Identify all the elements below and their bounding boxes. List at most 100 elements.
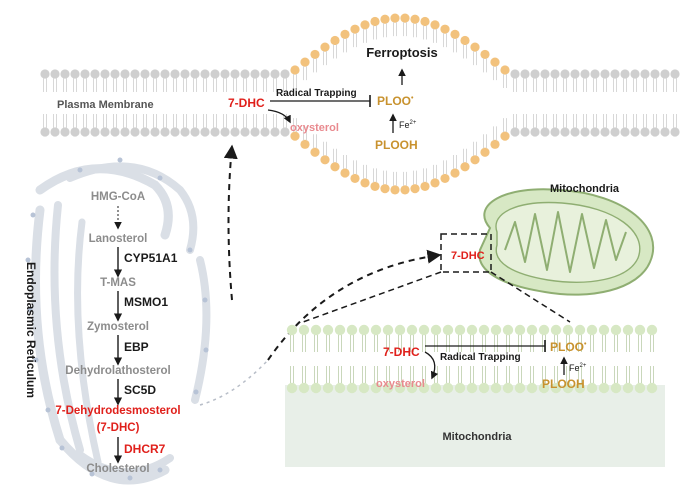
membrane-tails xyxy=(43,22,677,186)
lipid-head xyxy=(160,127,170,137)
lipid-head xyxy=(630,127,640,137)
ribosome-dot xyxy=(25,257,31,263)
lipid-head xyxy=(360,178,370,188)
lipid-head xyxy=(478,324,490,336)
ribosome-dot xyxy=(117,157,123,163)
lipid-head xyxy=(70,69,80,79)
lipid-head xyxy=(334,382,346,394)
lipid-head xyxy=(550,324,562,336)
zoom-line-right xyxy=(490,271,571,323)
lipid-head xyxy=(634,324,646,336)
lipid-head xyxy=(590,127,600,137)
lipid-head xyxy=(370,16,380,27)
lipid-head xyxy=(190,69,200,79)
membrane-fe-label: Fe2+ xyxy=(399,120,417,130)
pathway-step: Lanosterol xyxy=(89,233,148,245)
lipid-head xyxy=(622,382,634,394)
lipid-head xyxy=(640,127,650,137)
lipid-head xyxy=(460,162,470,172)
lipid-head xyxy=(442,382,454,394)
lipid-head xyxy=(510,69,520,79)
lipid-head xyxy=(170,127,180,137)
membrane-plooh-label: PLOOH xyxy=(375,138,418,152)
lipid-head xyxy=(620,69,630,79)
lipid-head xyxy=(598,382,610,394)
lipid-head xyxy=(370,324,382,336)
lipid-head xyxy=(340,29,350,40)
lipid-head xyxy=(290,131,300,141)
lipid-head xyxy=(200,69,210,79)
lipid-head xyxy=(210,69,220,79)
lipid-head xyxy=(240,69,250,79)
lipid-head xyxy=(410,14,420,24)
lipid-head xyxy=(670,127,680,137)
er-to-mitochondria-transport-arrow xyxy=(267,249,442,361)
inset-ploo-label: PLOO• xyxy=(550,340,587,354)
lipid-head xyxy=(300,139,310,149)
lipid-head xyxy=(170,69,180,79)
lipid-head xyxy=(500,65,510,75)
lipid-head xyxy=(380,14,390,24)
lipid-head xyxy=(418,324,430,336)
lipid-head xyxy=(220,127,230,137)
lipid-head xyxy=(298,382,310,394)
lipid-head xyxy=(490,324,502,336)
lipid-head xyxy=(190,127,200,137)
lipid-head xyxy=(400,185,410,195)
lipid-head xyxy=(130,69,140,79)
lipid-head xyxy=(480,49,490,60)
lipid-head xyxy=(634,382,646,394)
lipid-head xyxy=(350,24,360,34)
lipid-head xyxy=(70,127,80,137)
lipid-head xyxy=(270,127,280,137)
lipid-head xyxy=(420,16,430,27)
lipid-head xyxy=(320,155,330,165)
lipid-head xyxy=(538,324,550,336)
lipid-head xyxy=(574,382,586,394)
lipid-head xyxy=(650,127,660,137)
lipid-head xyxy=(60,127,70,137)
mito-matrix-label: Mitochondria xyxy=(442,431,512,443)
lipid-head xyxy=(586,382,598,394)
lipid-head xyxy=(150,69,160,79)
lipid-head xyxy=(370,181,380,191)
pathway-step: (7-DHC) xyxy=(97,422,140,434)
lipid-head xyxy=(330,35,340,46)
ribosome-dot xyxy=(45,407,51,413)
lipid-head xyxy=(610,127,620,137)
pathway-step: Cholesterol xyxy=(86,463,149,475)
pathway-step: MSMO1 xyxy=(124,295,168,309)
lipid-head xyxy=(450,168,460,178)
lipid-head xyxy=(510,127,520,137)
lipid-head xyxy=(334,324,346,336)
mitochondria-title: Mitochondria xyxy=(550,183,620,195)
lipid-head xyxy=(610,382,622,394)
ribosome-dot xyxy=(203,347,209,353)
ferroptosis-title: Ferroptosis xyxy=(366,45,438,60)
lipid-head xyxy=(530,127,540,137)
lipid-head xyxy=(454,324,466,336)
lipid-head xyxy=(382,382,394,394)
lipid-head xyxy=(514,324,526,336)
lipid-head xyxy=(80,127,90,137)
lipid-head xyxy=(394,382,406,394)
lipid-head xyxy=(480,147,490,157)
lipid-head xyxy=(570,127,580,137)
lipid-head xyxy=(406,382,418,394)
lipid-head xyxy=(490,382,502,394)
cholesterol-pathway: HMG-CoALanosterolCYP51A1T-MASMSMO1Zymost… xyxy=(55,191,180,475)
lipid-head xyxy=(310,324,322,336)
lipid-head xyxy=(394,324,406,336)
lipid-head xyxy=(300,57,310,67)
lipid-head xyxy=(380,184,390,194)
endoplasmic-reticulum xyxy=(25,157,211,485)
mito-zoom-box xyxy=(440,233,492,273)
lipid-head xyxy=(620,127,630,137)
er-label: Endoplasmic Reticulum xyxy=(24,262,38,398)
lipid-head xyxy=(50,127,60,137)
lipid-head xyxy=(280,127,290,137)
lipid-head xyxy=(140,69,150,79)
mito-membrane-inset xyxy=(285,324,665,467)
lipid-head xyxy=(660,127,670,137)
lipid-head xyxy=(550,127,560,137)
